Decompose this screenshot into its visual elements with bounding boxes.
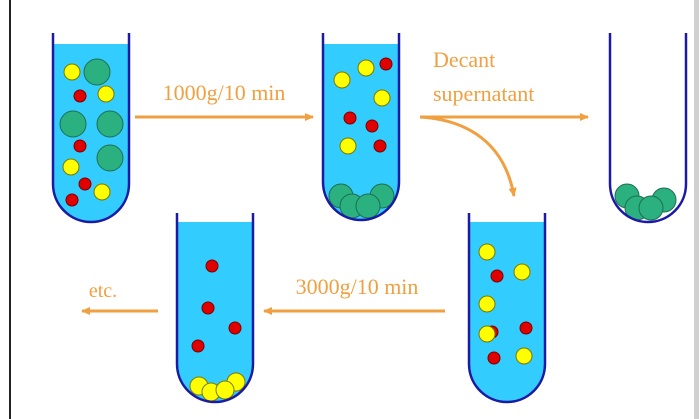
small-particle	[379, 57, 393, 71]
tube-5-liquid	[177, 222, 253, 402]
step-1-centrifuge: 1000g/10 min	[135, 80, 314, 121]
medium-particle	[478, 243, 496, 261]
large-particle	[96, 110, 124, 138]
decant-label-line-1: Decant	[433, 47, 495, 72]
tube-after-first-spin	[321, 33, 401, 222]
large-particle	[355, 193, 381, 219]
medium-particle	[93, 183, 111, 201]
small-particle	[519, 321, 533, 335]
medium-particle	[339, 137, 357, 155]
tube-first-pellet	[608, 33, 688, 224]
small-particle	[343, 111, 357, 125]
medium-particle	[373, 89, 391, 107]
medium-particle	[478, 295, 496, 313]
tube-supernatant	[467, 213, 547, 404]
right-frame-edge	[694, 0, 699, 419]
small-particle	[365, 119, 379, 133]
tube-2-outline	[321, 33, 401, 222]
small-particle	[205, 259, 219, 273]
medium-particle	[97, 85, 115, 103]
step-2-centrifuge: 3000g/10 min	[263, 274, 445, 315]
medium-particle	[333, 71, 351, 89]
tube-3-outline	[608, 33, 688, 224]
continue-label: etc.	[89, 280, 117, 302]
decant-label-line-2: supernatant	[433, 81, 534, 106]
medium-particle	[478, 325, 496, 343]
tube-4-outline	[467, 213, 547, 404]
small-particle	[191, 339, 205, 353]
small-particle	[65, 193, 79, 207]
small-particle	[228, 321, 242, 335]
tube-after-second-spin	[175, 213, 255, 404]
large-particle	[638, 195, 664, 221]
continue-step: etc.	[81, 280, 158, 315]
large-particle	[96, 144, 124, 172]
small-particle	[73, 139, 87, 153]
left-frame-edge	[0, 0, 11, 419]
small-particle	[78, 177, 92, 191]
arrow-to-supernatant-tube	[419, 115, 517, 197]
step-2-speed-label: 3000g/10 min	[296, 274, 419, 299]
small-particle	[73, 89, 87, 103]
medium-particle	[63, 63, 81, 81]
medium-particle	[513, 263, 531, 281]
large-particle	[59, 110, 87, 138]
small-particle	[487, 351, 501, 365]
step-1-speed-label: 1000g/10 min	[163, 80, 286, 105]
small-particle	[373, 139, 387, 153]
medium-particle	[62, 158, 80, 176]
medium-particle	[357, 59, 375, 77]
tube-5-outline	[175, 213, 255, 404]
medium-particle	[515, 347, 533, 365]
small-particle	[201, 301, 215, 315]
small-particle	[490, 269, 504, 283]
tube-1-outline	[51, 33, 131, 224]
decant-step: Decant supernatant	[419, 47, 589, 197]
tube-initial-mixture	[51, 33, 131, 224]
large-particle	[83, 58, 111, 86]
medium-particle	[215, 380, 235, 400]
